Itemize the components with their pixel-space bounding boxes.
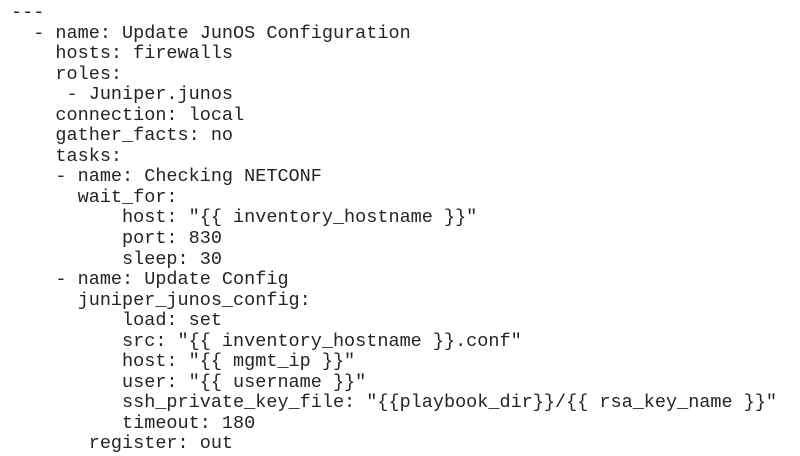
code-line-hosts: hosts: firewalls [11, 43, 234, 65]
code-line-wait-for: wait_for: [11, 186, 178, 208]
code-line-task2-name: - name: Update Config [11, 269, 289, 291]
code-line-config-host: host: "{{ mgmt_ip }}" [11, 351, 356, 373]
code-line-juniper-junos-config: juniper_junos_config: [11, 289, 311, 311]
code-line-play-name: - name: Update JunOS Configuration [11, 22, 411, 44]
code-line-config-ssh-key: ssh_private_key_file: "{{playbook_dir}}/… [11, 392, 778, 414]
code-line-register: register: out [11, 433, 234, 455]
code-line-roles: roles: [11, 63, 123, 85]
code-line-task1-name: - name: Checking NETCONF [11, 166, 322, 188]
code-line-config-user: user: "{{ username }}" [11, 371, 367, 393]
code-line-connection: connection: local [11, 104, 245, 126]
code-line-wait-for-port: port: 830 [11, 228, 222, 250]
code-line-tasks: tasks: [11, 145, 123, 167]
code-line-document-start: --- [11, 2, 45, 23]
code-line-wait-for-host: host: "{{ inventory_hostname }}" [11, 207, 478, 229]
code-line-role-juniper-junos: - Juniper.junos [11, 84, 234, 106]
code-line-config-timeout: timeout: 180 [11, 412, 256, 434]
code-line-gather-facts: gather_facts: no [11, 125, 234, 147]
code-line-config-src: src: "{{ inventory_hostname }}.conf" [11, 330, 522, 352]
code-line-wait-for-sleep: sleep: 30 [11, 248, 222, 270]
code-line-config-load: load: set [11, 310, 222, 332]
